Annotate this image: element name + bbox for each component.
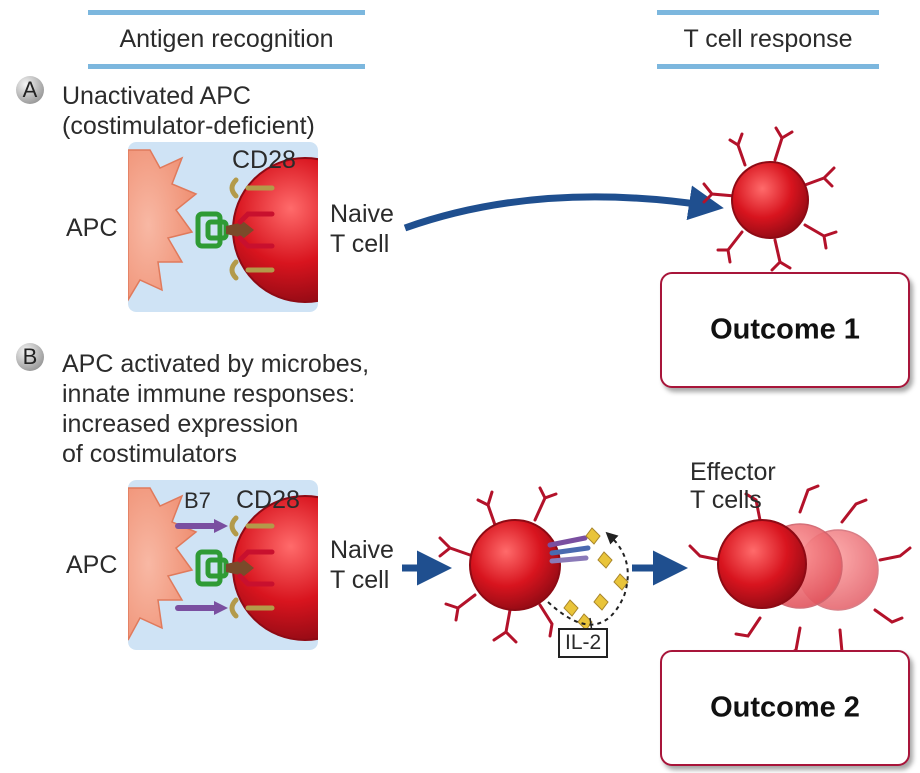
naive-tcell-label-b-line2: T cell (330, 566, 390, 594)
header-bar-left (88, 10, 365, 69)
panel-b-caption-line1: APC activated by microbes, (62, 350, 370, 378)
outcome-1-label: Outcome 1 (710, 313, 860, 346)
effector-label-line1: Effector (690, 458, 776, 486)
peptide-b (226, 560, 254, 576)
apc-cell-a (128, 149, 198, 303)
peptide-a (226, 222, 254, 238)
b7-ligands (175, 523, 217, 611)
badge-b: B (16, 343, 44, 371)
effector-label-line2: T cells (690, 486, 762, 514)
cd28-receptors-a (229, 177, 275, 281)
outcome-2-box: Outcome 2 (660, 650, 910, 766)
panel-a-caption-line2: (costimulator-deficient) (62, 112, 315, 140)
naive-tcell-label-b-line1: Naive (330, 536, 394, 564)
outcome-1-box: Outcome 1 (660, 272, 910, 388)
panel-b-caption-line4: of costimulators (62, 440, 238, 468)
cd28-receptors-b (229, 515, 275, 619)
il2-receptor (547, 535, 591, 564)
panel-a-caption-line1: Unactivated APC (62, 82, 251, 110)
panel-a-synapse (128, 142, 318, 312)
tcr-a (237, 211, 275, 249)
apc-label-b: APC (66, 551, 118, 579)
arrow-a (403, 185, 724, 232)
tcr-b (237, 549, 275, 587)
panel-b-caption-line3: increased expression (62, 410, 299, 438)
outcome-2-label: Outcome 2 (710, 691, 860, 724)
naive-tcell-label-a-line1: Naive (330, 200, 394, 228)
cd28-label-a: CD28 (232, 146, 296, 174)
apc-label-a: APC (66, 214, 118, 242)
effector-tcells (688, 484, 912, 664)
il2-secretion-loop (547, 531, 629, 626)
badge-a: A (16, 76, 44, 104)
panel-b-synapse (128, 480, 318, 650)
b7-tips (214, 519, 228, 615)
header-antigen-recognition: Antigen recognition (119, 25, 334, 53)
activated-tcell (438, 486, 629, 644)
b7-label: B7 (184, 488, 211, 513)
header-bar-right (657, 10, 879, 69)
panel-b-caption-line2: innate immune responses: (62, 380, 356, 408)
cd28-label-b: CD28 (236, 486, 300, 514)
il2-label: IL-2 (558, 628, 609, 658)
anergic-tcell (702, 126, 838, 272)
il2-molecules (563, 527, 629, 631)
header-tcell-response: T cell response (683, 25, 853, 53)
naive-tcell-label-a-line2: T cell (330, 230, 390, 258)
